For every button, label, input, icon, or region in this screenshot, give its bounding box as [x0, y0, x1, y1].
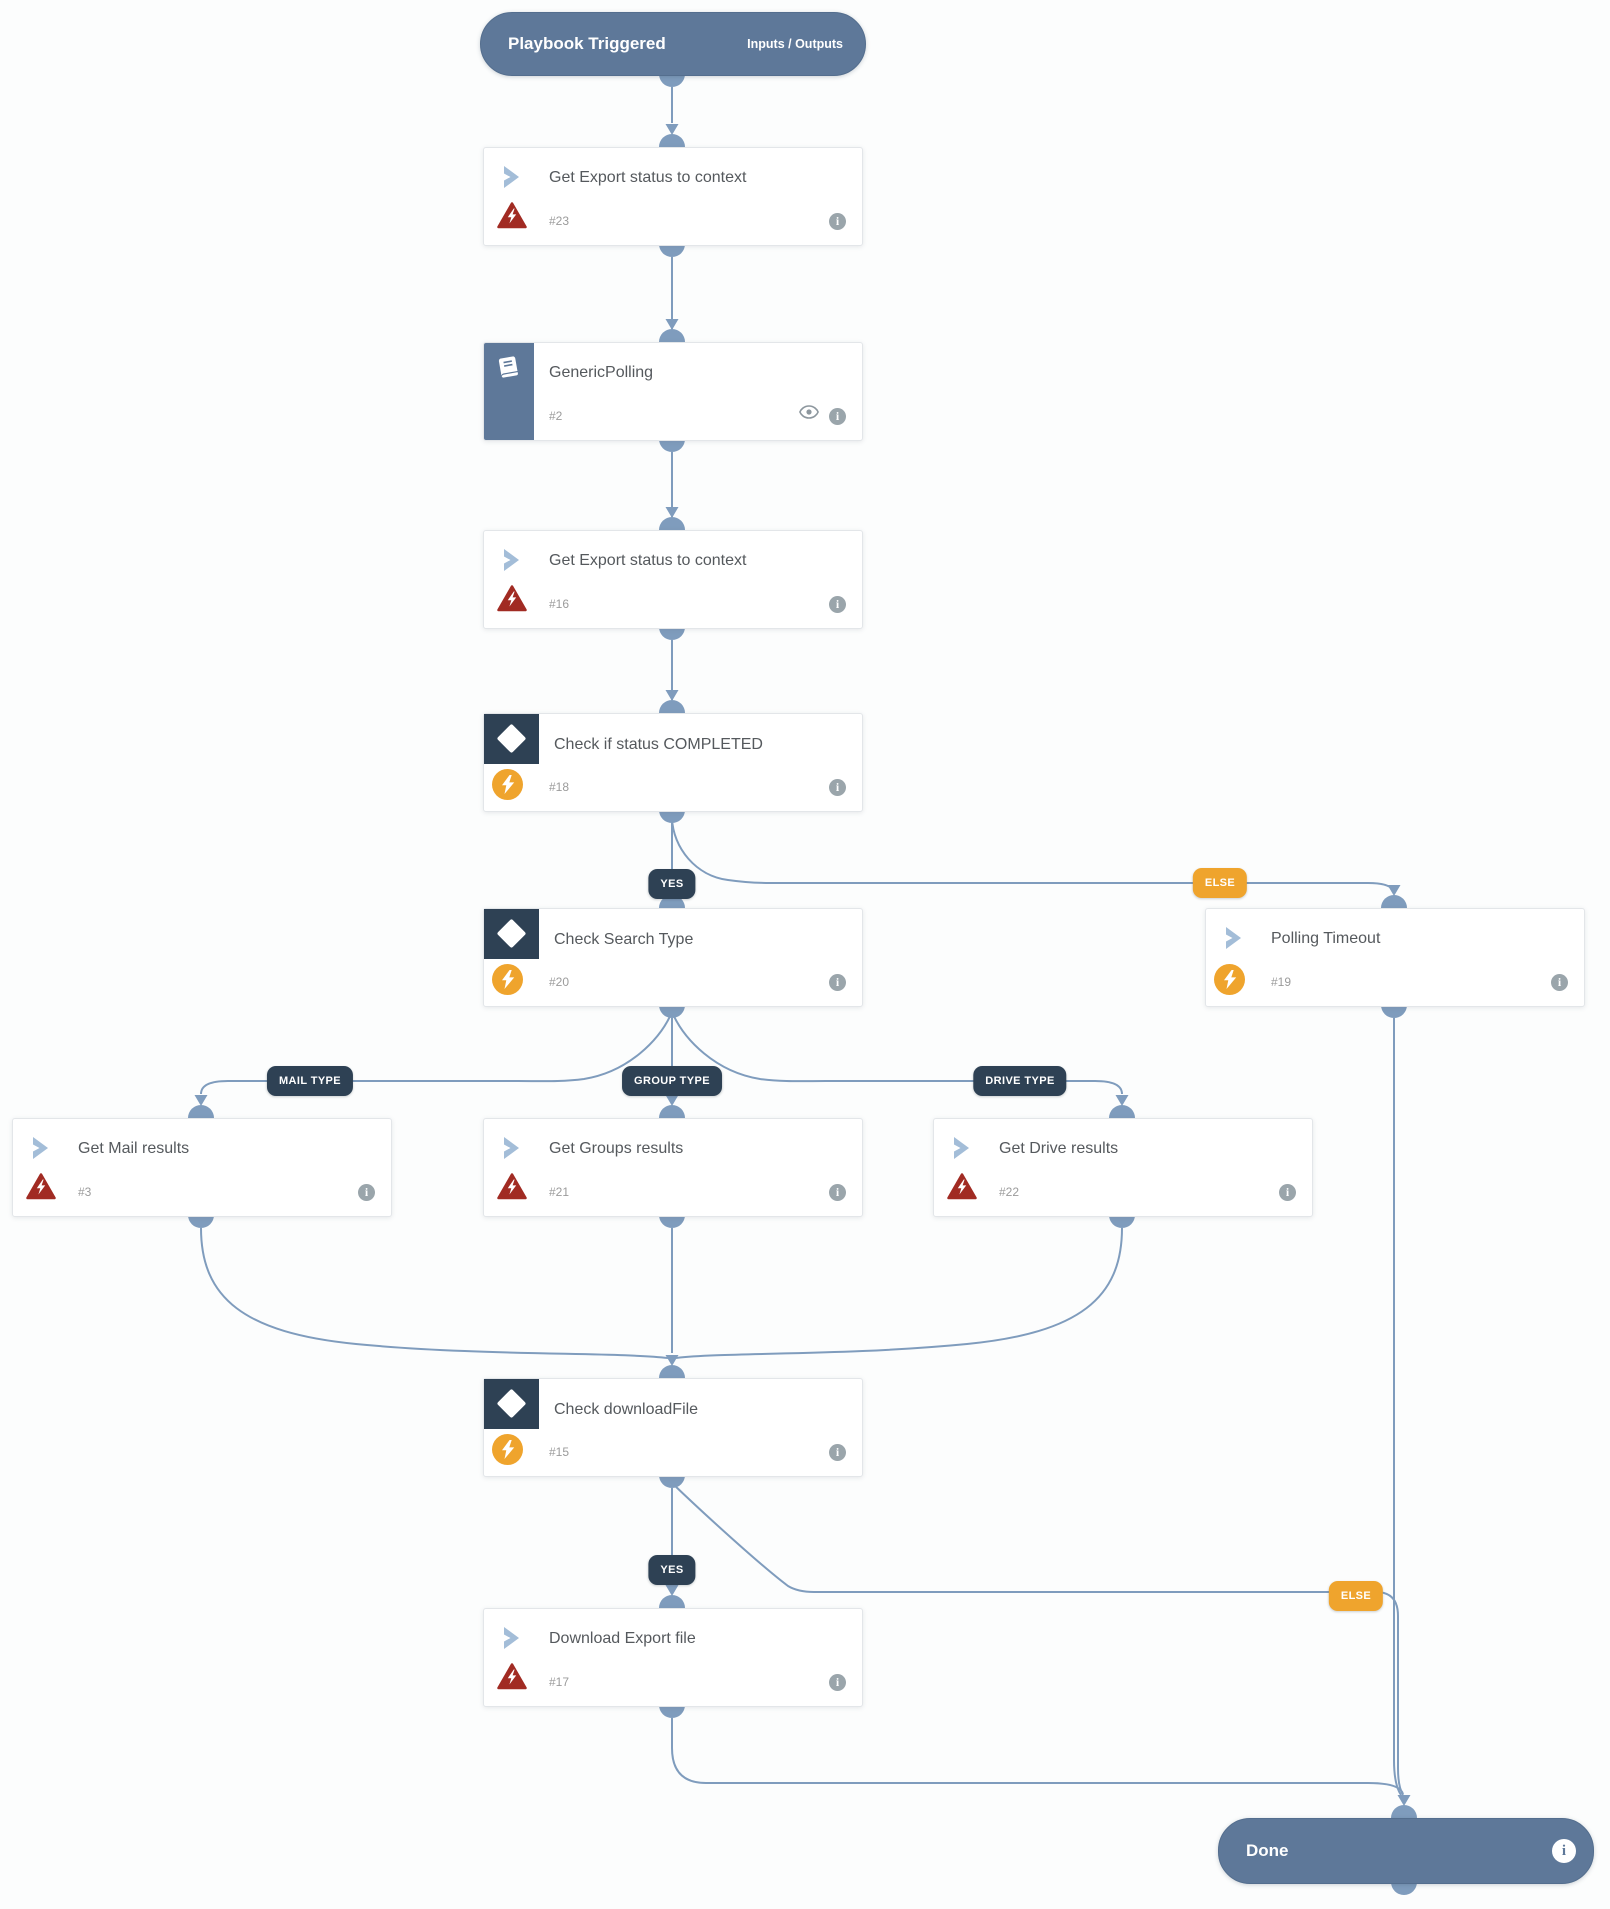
- automation-chevron-icon: [503, 1627, 520, 1654]
- edge-19-to-done: [1393, 1018, 1402, 1796]
- automation-bolt-icon: [492, 1434, 523, 1465]
- info-icon[interactable]: i: [829, 1184, 846, 1201]
- edge-lines: [200, 87, 1404, 1796]
- task-title: Download Export file: [549, 1630, 696, 1647]
- branch-label-group-type: GROUP TYPE: [622, 1066, 722, 1096]
- task-node-polling-timeout[interactable]: Polling Timeout #19 i: [1205, 908, 1585, 1007]
- sub-playbook-sidebar: [484, 343, 534, 440]
- edge-17-to-done: [671, 1718, 1404, 1795]
- task-node-get-groups-results[interactable]: Get Groups results #21 i: [483, 1118, 863, 1217]
- done-node[interactable]: Done i: [1218, 1818, 1594, 1884]
- info-icon[interactable]: i: [829, 1444, 846, 1461]
- task-title: Get Groups results: [549, 1140, 684, 1157]
- task-number: #3: [78, 1185, 92, 1199]
- automation-chevron-icon: [953, 1137, 970, 1164]
- task-number: #2: [549, 409, 563, 423]
- task-title: Get Export status to context: [549, 552, 747, 569]
- branch-label-mail-type: MAIL TYPE: [266, 1066, 354, 1096]
- branch-label-else: ELSE: [1192, 868, 1248, 898]
- edge-20-drive-to-22: [671, 1011, 1123, 1095]
- edge-22-to-15: [675, 1227, 1123, 1359]
- task-node-get-export-status-16[interactable]: Get Export status to context #16 i: [483, 530, 863, 629]
- task-number: #16: [549, 597, 570, 611]
- condition-diamond-icon: [484, 909, 539, 959]
- error-warning-icon: [497, 1173, 527, 1205]
- task-node-get-drive-results[interactable]: Get Drive results #22 i: [933, 1118, 1313, 1217]
- done-node-title: Done: [1246, 1841, 1289, 1860]
- task-node-get-export-status-23[interactable]: Get Export status to context #23 i: [483, 147, 863, 246]
- branch-label-yes: YES: [648, 869, 696, 899]
- inputs-outputs-link[interactable]: Inputs / Outputs: [747, 37, 843, 51]
- edge-15-else-to-done: [671, 1482, 1404, 1796]
- task-node-download-export-file[interactable]: Download Export file #17 i: [483, 1608, 863, 1707]
- task-number: #17: [549, 1675, 570, 1689]
- error-warning-icon: [947, 1173, 977, 1205]
- error-warning-icon: [497, 1663, 527, 1695]
- automation-chevron-icon: [503, 1137, 520, 1164]
- condition-diamond-icon: [484, 1379, 539, 1429]
- start-node-playbook-triggered[interactable]: Playbook Triggered Inputs / Outputs: [480, 12, 866, 76]
- info-icon[interactable]: i: [1552, 1839, 1576, 1863]
- eye-icon[interactable]: [799, 405, 819, 424]
- playbook-node-genericpolling[interactable]: GenericPolling #2 i: [483, 342, 863, 441]
- error-warning-icon: [26, 1173, 56, 1205]
- info-icon[interactable]: i: [1551, 974, 1568, 991]
- book-icon: [498, 356, 518, 378]
- branch-label-yes: YES: [648, 1555, 696, 1585]
- automation-chevron-icon: [503, 166, 520, 193]
- condition-diamond-icon: [484, 714, 539, 764]
- info-icon[interactable]: i: [1279, 1184, 1296, 1201]
- automation-chevron-icon: [32, 1137, 49, 1164]
- task-number: #21: [549, 1185, 570, 1199]
- edge-18-else-to-19: [671, 817, 1395, 895]
- task-number: #15: [549, 1445, 570, 1459]
- task-number: #22: [999, 1185, 1020, 1199]
- error-warning-icon: [497, 202, 527, 234]
- task-number: #23: [549, 214, 570, 228]
- info-icon[interactable]: i: [829, 213, 846, 230]
- task-node-get-mail-results[interactable]: Get Mail results #3 i: [12, 1118, 392, 1217]
- condition-node-check-search-type[interactable]: Check Search Type #20 i: [483, 908, 863, 1007]
- automation-chevron-icon: [1225, 927, 1242, 954]
- info-icon[interactable]: i: [829, 779, 846, 796]
- condition-node-check-downloadfile[interactable]: Check downloadFile #15 i: [483, 1378, 863, 1477]
- automation-bolt-icon: [492, 769, 523, 800]
- info-icon[interactable]: i: [829, 408, 846, 425]
- automation-bolt-icon: [1214, 964, 1245, 995]
- automation-chevron-icon: [503, 549, 520, 576]
- branch-label-drive-type: DRIVE TYPE: [973, 1066, 1067, 1096]
- info-icon[interactable]: i: [829, 1674, 846, 1691]
- condition-node-check-status-completed[interactable]: Check if status COMPLETED #18 i: [483, 713, 863, 812]
- info-icon[interactable]: i: [358, 1184, 375, 1201]
- task-title: Check Search Type: [554, 931, 694, 948]
- error-warning-icon: [497, 585, 527, 617]
- info-icon[interactable]: i: [829, 974, 846, 991]
- start-node-title: Playbook Triggered: [508, 34, 666, 53]
- task-number: #18: [549, 780, 570, 794]
- edge-3-to-15: [200, 1227, 669, 1359]
- info-icon[interactable]: i: [829, 596, 846, 613]
- edge-20-mail-to-3: [200, 1011, 673, 1095]
- task-title: Polling Timeout: [1271, 930, 1381, 947]
- task-number: #19: [1271, 975, 1292, 989]
- task-title: Check downloadFile: [554, 1401, 699, 1418]
- task-title: Get Drive results: [999, 1140, 1119, 1157]
- automation-bolt-icon: [492, 964, 523, 995]
- task-title: Check if status COMPLETED: [554, 736, 763, 753]
- branch-label-else: ELSE: [1328, 1581, 1384, 1611]
- task-title: GenericPolling: [549, 364, 654, 381]
- task-title: Get Mail results: [78, 1140, 190, 1157]
- task-title: Get Export status to context: [549, 169, 747, 186]
- task-number: #20: [549, 975, 570, 989]
